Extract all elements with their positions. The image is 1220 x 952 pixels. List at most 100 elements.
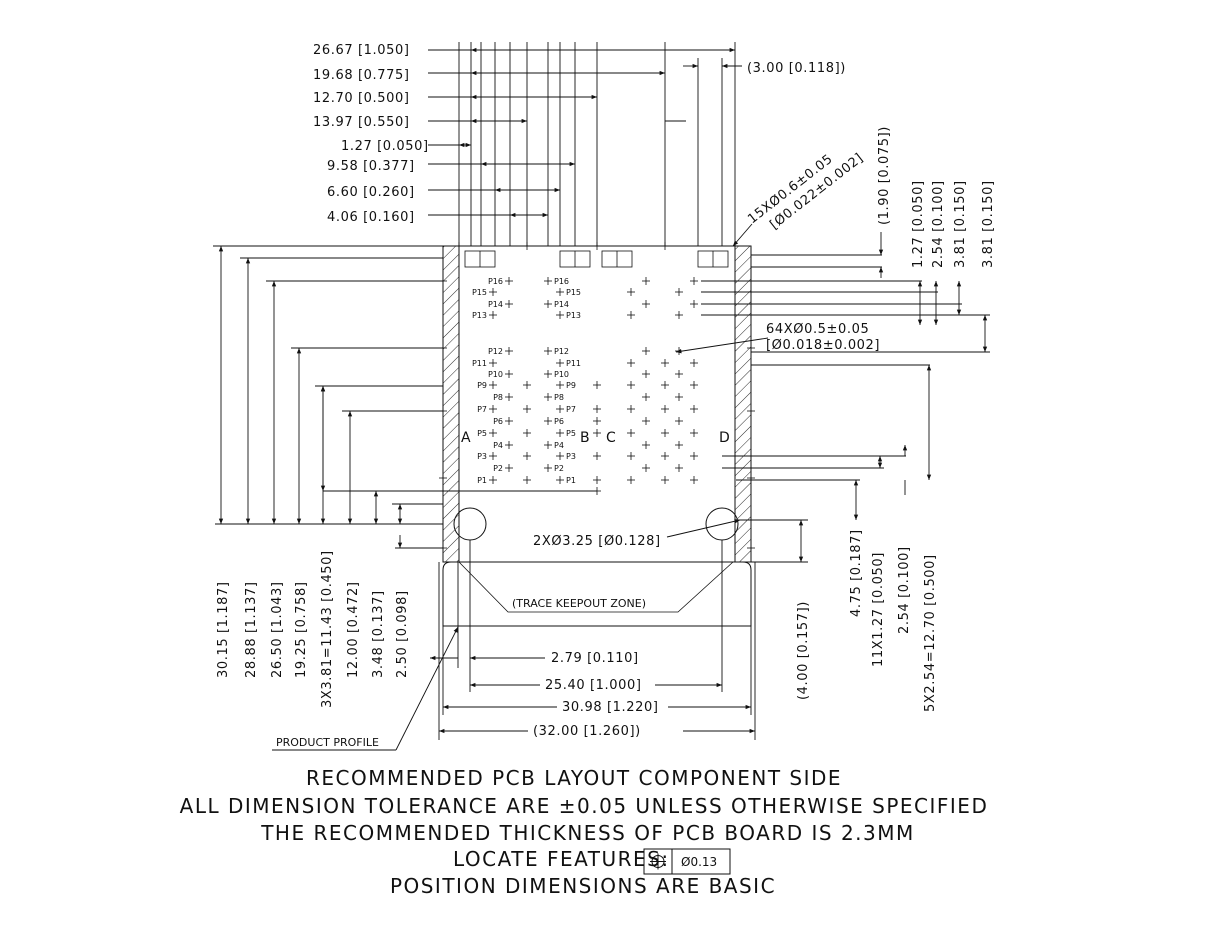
pin-label-b: P7 [566,405,576,414]
pad [661,476,669,484]
dim-3-48: 3.48 [0.137] [371,590,386,678]
pad [675,288,683,296]
pad-a [489,359,497,367]
pad [642,464,650,472]
pad [627,452,635,460]
pin-label-left: P9 [477,381,487,390]
dim-26-50: 26.50 [1.043] [270,581,285,678]
pad [627,405,635,413]
pad [690,277,698,285]
pad-b [556,288,564,296]
note-line1: RECOMMENDED PCB LAYOUT COMPONENT SIDE [306,766,842,790]
fcf-value: Ø0.13 [681,855,717,869]
pad-a [489,288,497,296]
dim-30-98: 30.98 [1.220] [562,700,659,715]
dim-4-00: (4.00 [0.157]) [796,601,811,700]
pad [690,452,698,460]
pad-b [556,452,564,460]
pad [747,344,755,352]
pad [747,407,755,415]
pin-label-b: P4 [554,441,564,450]
pin-label-b: P3 [566,452,576,461]
product-profile-label: PRODUCT PROFILE [276,736,379,749]
dim-1-90: (1.90 [0.075]) [877,126,892,225]
pad-a [505,417,513,425]
note-line4-label: LOCATE FEATURES: [453,847,670,871]
dim-3-81-right-a: 3.81 [0.150] [953,180,968,268]
pad-a [489,405,497,413]
pin-label-left: P4 [493,441,503,450]
pad-a [489,476,497,484]
pad-a [489,429,497,437]
trace-keepout-label: (TRACE KEEPOUT ZONE) [512,597,646,610]
hole-callout: 15XØ0.6±0.05 [Ø0.022±0.002] [745,151,866,233]
pin-label-b: P16 [554,277,569,286]
pad [747,544,755,552]
dim-32-00: (32.00 [1.260]) [533,724,641,739]
pad-a [505,441,513,449]
pad-b [544,300,552,308]
pad [523,405,531,413]
dim-9-58: 9.58 [0.377] [327,159,415,174]
column-label-b: B [580,430,590,446]
pin-label-b: P6 [554,417,564,426]
pin-label-left: P13 [472,311,487,320]
pad [642,417,650,425]
pad [593,417,601,425]
pad-b [556,311,564,319]
pin-label-left: P16 [488,277,503,286]
dim-12-70: 12.70 [0.500] [313,91,410,106]
pad [627,429,635,437]
pad [690,476,698,484]
pad-a [505,370,513,378]
dim-4-06: 4.06 [0.160] [327,210,415,225]
pin-label-left: P8 [493,393,503,402]
note-line2: ALL DIMENSION TOLERANCE ARE ±0.05 UNLESS… [180,794,989,818]
pin-label-b: P1 [566,476,576,485]
pin-label-left: P10 [488,370,503,379]
pad [661,429,669,437]
pad [675,441,683,449]
pad-a [505,464,513,472]
pad [627,288,635,296]
pad [690,300,698,308]
pad [523,452,531,460]
dim-3-00: (3.00 [0.118]) [747,61,846,76]
board-outline [442,245,752,563]
pad [675,370,683,378]
pad [642,300,650,308]
pad [747,474,755,482]
dim-2-79: 2.79 [0.110] [551,651,639,666]
pad [690,381,698,389]
pad [675,464,683,472]
dim-2-50: 2.50 [0.098] [395,590,410,678]
dim-25-40: 25.40 [1.000] [545,678,642,693]
pad-a [505,393,513,401]
pad-b [544,277,552,285]
dim-3x3-81: 3X3.81=11.43 [0.450] [320,550,335,708]
pin-label-b: P11 [566,359,581,368]
pad-b [544,417,552,425]
pad-b [556,405,564,413]
pad [690,359,698,367]
feature-control-frame: Ø0.13 [643,848,731,875]
pin-label-left: P1 [477,476,487,485]
pad [627,311,635,319]
pad [593,429,601,437]
column-label-a: A [461,430,471,446]
pad-a [505,300,513,308]
dim-3-81-right-b: 3.81 [0.150] [981,180,996,268]
dim-12-00: 12.00 [0.472] [346,581,361,678]
dim-1-27-right: 1.27 [0.050] [911,180,926,268]
pad-b [556,359,564,367]
pad-callout-line2: [Ø0.018±0.002] [766,338,880,353]
pad-b [544,393,552,401]
pad [675,417,683,425]
pad [675,393,683,401]
pad [593,452,601,460]
dim-4-75: 4.75 [0.187] [849,529,864,617]
pad [661,405,669,413]
pad-b [556,476,564,484]
pin-label-b: P13 [566,311,581,320]
